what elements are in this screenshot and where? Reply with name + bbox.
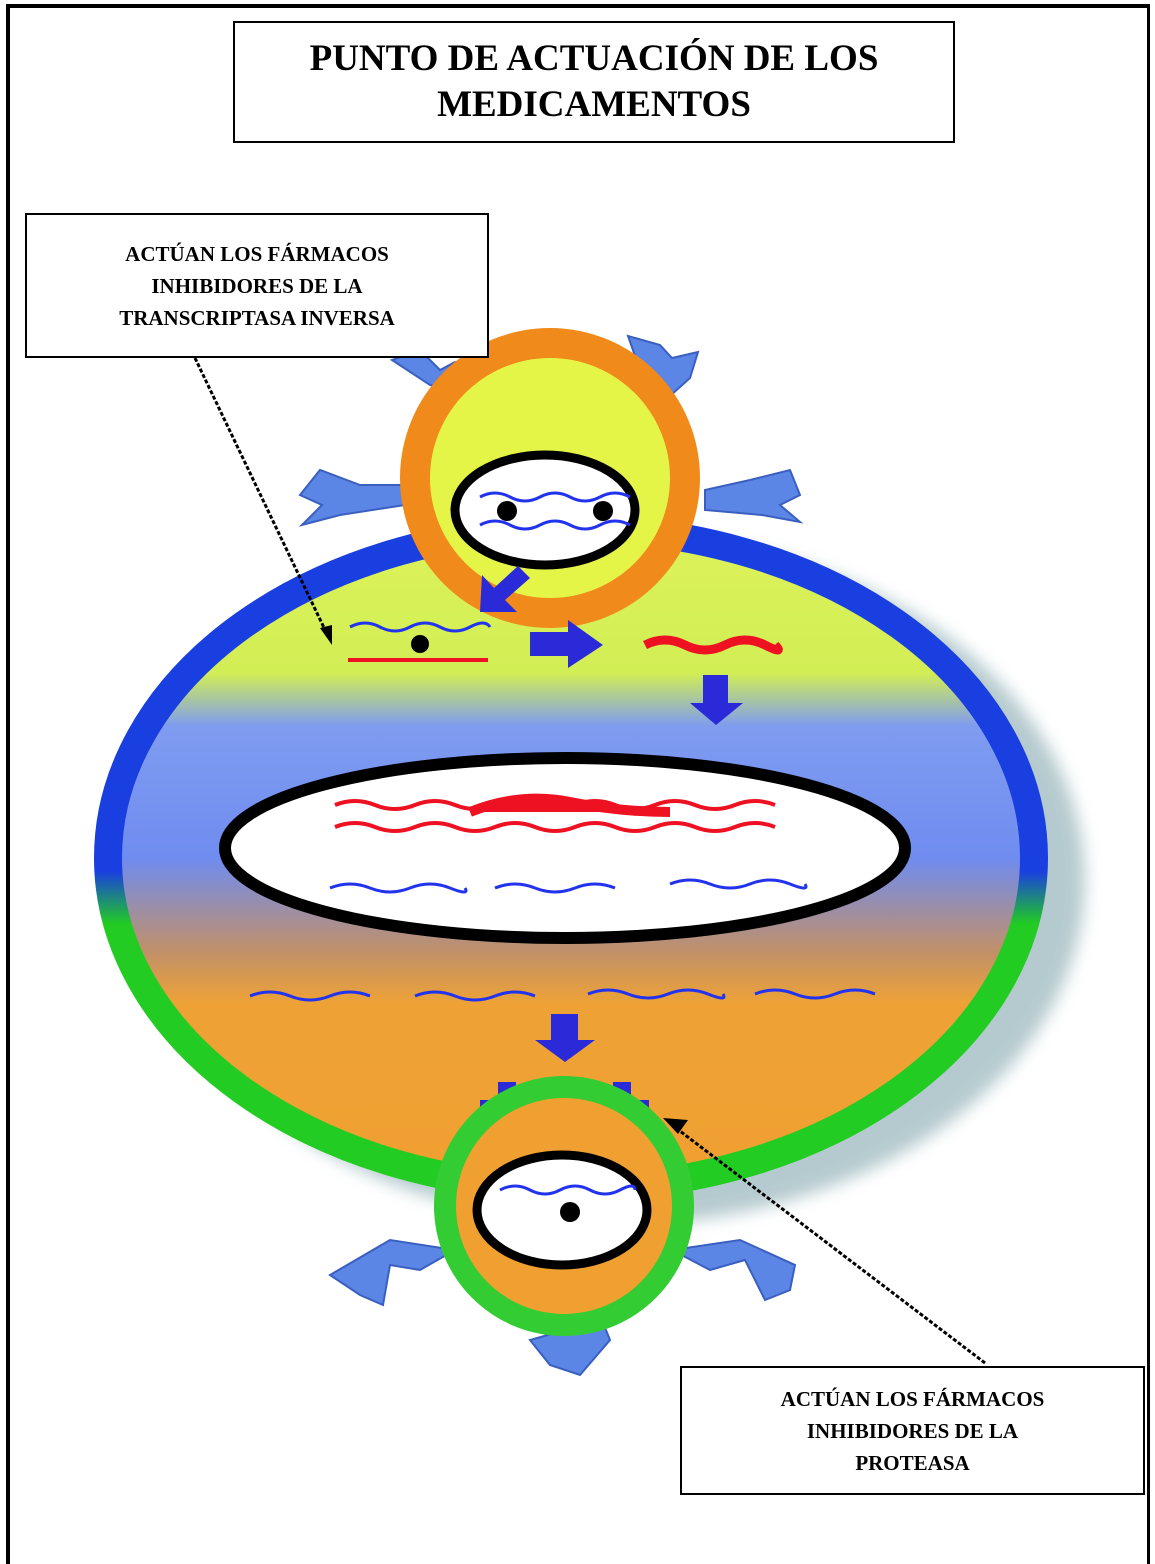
label-reverse-transcriptase-text: ACTÚAN LOS FÁRMACOS INHIBIDORES DE LA TR… bbox=[119, 238, 395, 334]
title-box: PUNTO DE ACTUACIÓN DE LOS MEDICAMENTOS bbox=[233, 21, 955, 143]
page-title: PUNTO DE ACTUACIÓN DE LOS MEDICAMENTOS bbox=[310, 36, 879, 128]
nucleus bbox=[225, 758, 905, 938]
label-protease-text: ACTÚAN LOS FÁRMACOS INHIBIDORES DE LA PR… bbox=[781, 1383, 1045, 1479]
label-protease: ACTÚAN LOS FÁRMACOS INHIBIDORES DE LA PR… bbox=[680, 1366, 1145, 1495]
label-reverse-transcriptase: ACTÚAN LOS FÁRMACOS INHIBIDORES DE LA TR… bbox=[25, 213, 489, 358]
